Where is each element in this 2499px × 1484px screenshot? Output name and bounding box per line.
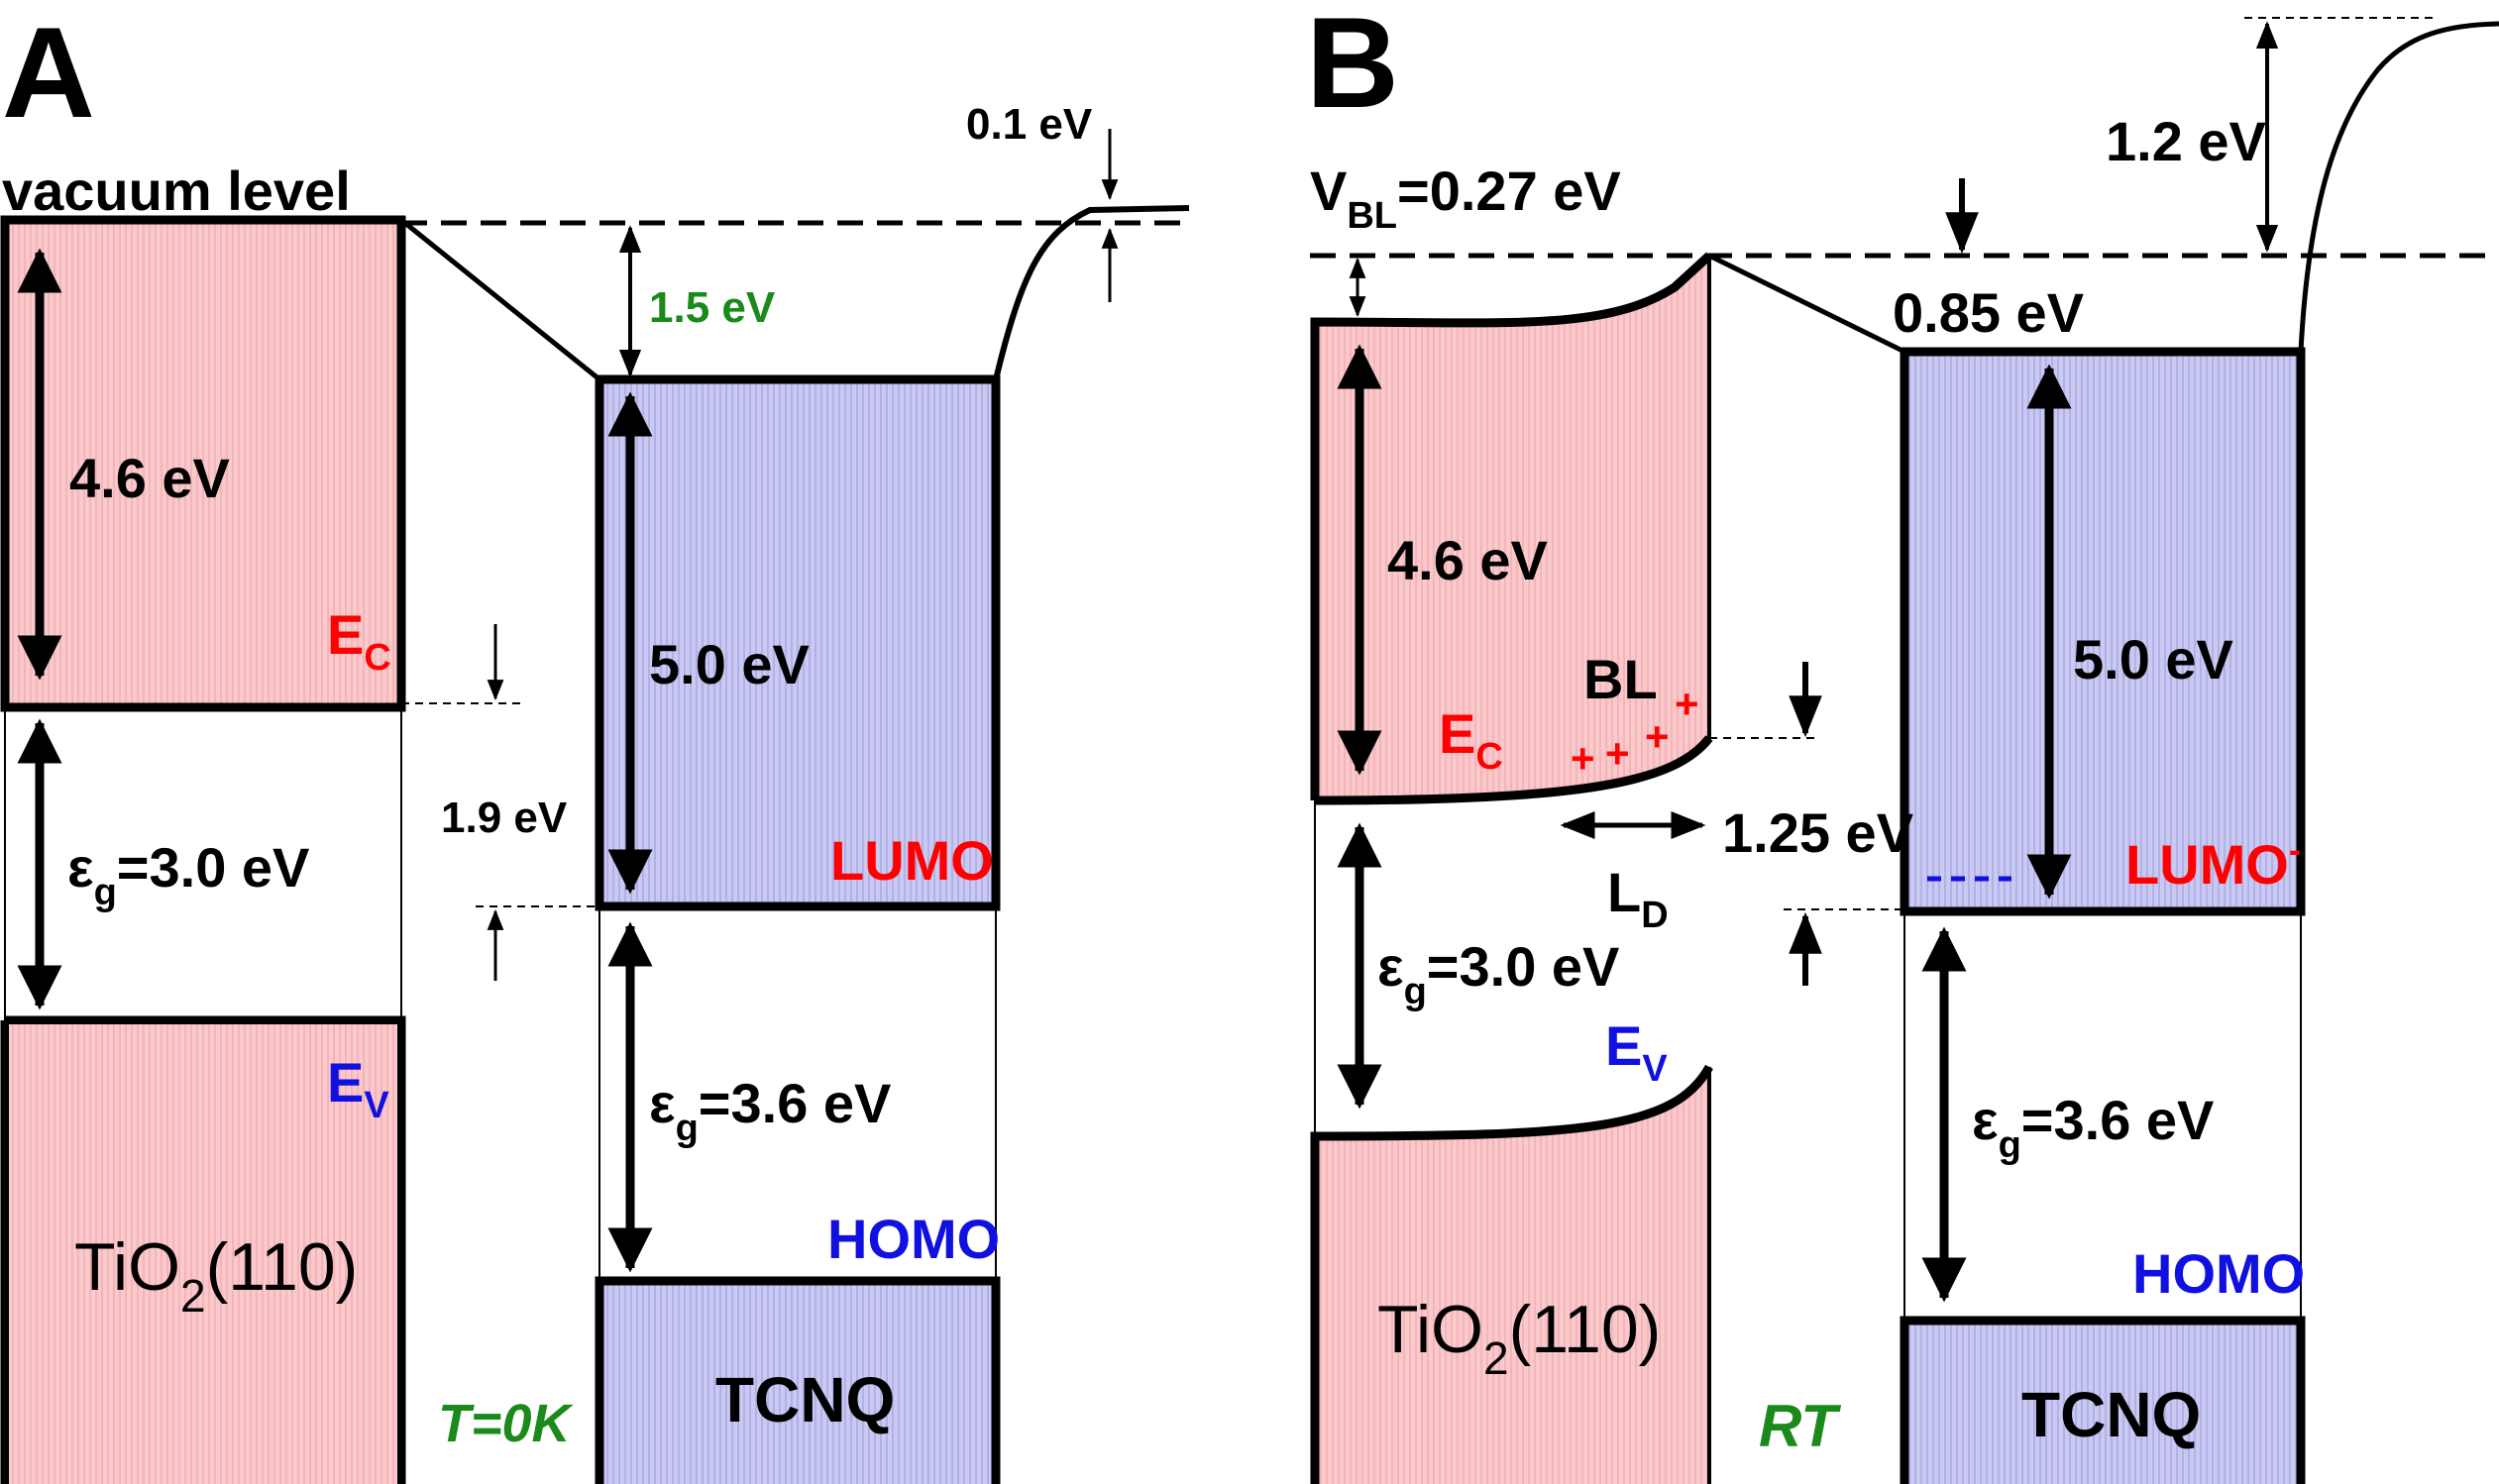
lumo-shift-label-b: 0.85 eV (1893, 281, 2084, 344)
temperature-label-a: T=0K (438, 1394, 575, 1453)
ec-label-b: EC (1439, 702, 1503, 778)
vbl-label-b: VBL=0.27 eV (1310, 159, 1621, 237)
tcnq-homo-block-b (1900, 1316, 2306, 1484)
offset-label-b: 1.25 eV (1722, 801, 1913, 864)
tio2-valence-top-edge-b (1310, 1064, 1713, 1484)
tio2-conduction-band-a (0, 215, 406, 712)
vacuum-step-label-a: 1.5 eV (649, 283, 776, 332)
lumo-label-a: LUMO (830, 829, 994, 892)
temperature-label-b: RT (1759, 1393, 1841, 1459)
tcnq-name-a: TCNQ (715, 1364, 895, 1435)
tio2-conduction-bottom-edge-b (1314, 735, 1713, 805)
plus-sign-4-b: + (1675, 681, 1699, 727)
tio2-conduction-top-edge-b (1310, 252, 1713, 800)
vacuum-curve-a (993, 205, 1190, 380)
tcnq-affinity-label-a: 5.0 eV (649, 633, 810, 695)
offset-label-a: 1.9 eV (441, 794, 568, 842)
tcnq-affinity-label-b: 5.0 eV (2073, 628, 2233, 690)
ec-label-a: EC (327, 603, 391, 679)
panel-a-letter: A (2, 0, 95, 145)
vacuum-level-label: vacuum level (2, 159, 351, 222)
interface-line-a (399, 218, 601, 381)
tio2-affinity-label-a: 4.6 eV (69, 447, 230, 509)
depletion-length-label-b: LD (1607, 861, 1669, 936)
tcnq-name-b: TCNQ (2021, 1379, 2201, 1450)
homo-label-b: HOMO (2132, 1242, 2305, 1305)
ev-label-a: EV (327, 1051, 389, 1126)
tcnq-lumo-block-a (595, 374, 1001, 911)
tio2-affinity-label-b: 4.6 eV (1387, 529, 1548, 591)
tcnq-gap-label-a: εg=3.6 eV (649, 1072, 891, 1149)
dipole-label-b: 1.2 eV (2106, 110, 2266, 172)
tcnq-gap-label-b: εg=3.6 eV (1972, 1089, 2214, 1166)
tio2-name-a: TiO2(110) (74, 1229, 358, 1322)
panel-a: A vacuum level 4.6 eV EC εg=3.0 eV EV Ti… (0, 0, 1190, 1484)
homo-label-a: HOMO (827, 1208, 1000, 1270)
panel-b: B VBL=0.27 eV 4.6 eV BL + + + + EC LD εg… (1306, 0, 2499, 1484)
ev-label-b: EV (1605, 1014, 1668, 1090)
tio2-valence-band-fill-b (1315, 1067, 1709, 1484)
tio2-gap-label-a: εg=3.0 eV (67, 836, 309, 913)
plus-sign-1-b: + (1571, 735, 1595, 782)
interface-line-b (1707, 253, 1906, 355)
lumo-label-b: LUMO- (2125, 829, 2301, 896)
panel-b-letter: B (1306, 0, 1399, 135)
dipole-label-a: 0.1 eV (966, 100, 1093, 149)
tio2-conduction-band-fill-b (1315, 256, 1709, 800)
tcnq-lumo-block-b (1900, 347, 2306, 916)
vacuum-curve-b (2298, 21, 2499, 353)
tio2-gap-label-b: εg=3.0 eV (1377, 935, 1619, 1012)
plus-sign-2-b: + (1605, 730, 1630, 777)
plus-sign-3-b: + (1645, 713, 1670, 760)
tio2-name-b: TiO2(110) (1377, 1292, 1661, 1384)
tcnq-homo-block-a (595, 1276, 1001, 1484)
tio2-valence-band-a (9, 1024, 397, 1484)
bl-label-b: BL (1583, 648, 1658, 710)
